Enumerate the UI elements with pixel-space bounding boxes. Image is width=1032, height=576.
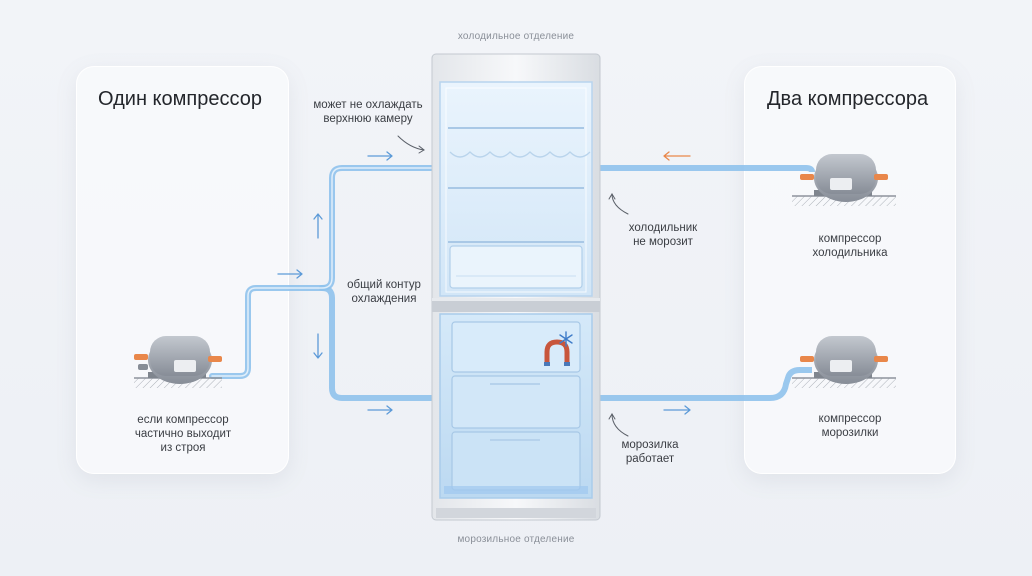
shared-loop-annotation: общий контур охлаждения [347, 279, 421, 305]
single-compressor-panel [76, 66, 289, 474]
freezer-section-label: морозильное отделение [457, 534, 575, 545]
fridge-fail-annotation: холодильник не морозит [628, 222, 698, 248]
arrow-icon [663, 151, 691, 161]
pointer-arrow [397, 135, 629, 437]
freezer-ok-annotation: морозилка работает [621, 439, 679, 465]
dual-compressor-title: Два компрессора [767, 88, 929, 110]
dual-compressor-panel [744, 66, 956, 474]
compressor-icon [134, 336, 222, 388]
fridge-compressor-label: компрессор холодильника [812, 233, 888, 259]
freezer-compressor-label: компрессор морозилки [818, 413, 882, 439]
fridge-compressor-pipe [600, 165, 815, 173]
compressor-icon [792, 336, 896, 388]
compressor-icon [792, 154, 896, 206]
arrow-icon [277, 151, 691, 415]
magnet-icon [544, 339, 570, 366]
snowflake-icon [559, 331, 573, 347]
single-compressor-caption: если компрессор частично выходит из стро… [134, 414, 232, 454]
freezer-compressor-pipe [600, 367, 812, 401]
top-chamber-annotation: может не охлаждать верхнюю камеру [313, 99, 423, 125]
fridge-section-label: холодильное отделение [457, 31, 575, 42]
shared-cooling-pipe [209, 165, 435, 401]
single-compressor-title: Один компрессор [98, 88, 262, 110]
refrigerator [431, 53, 601, 521]
